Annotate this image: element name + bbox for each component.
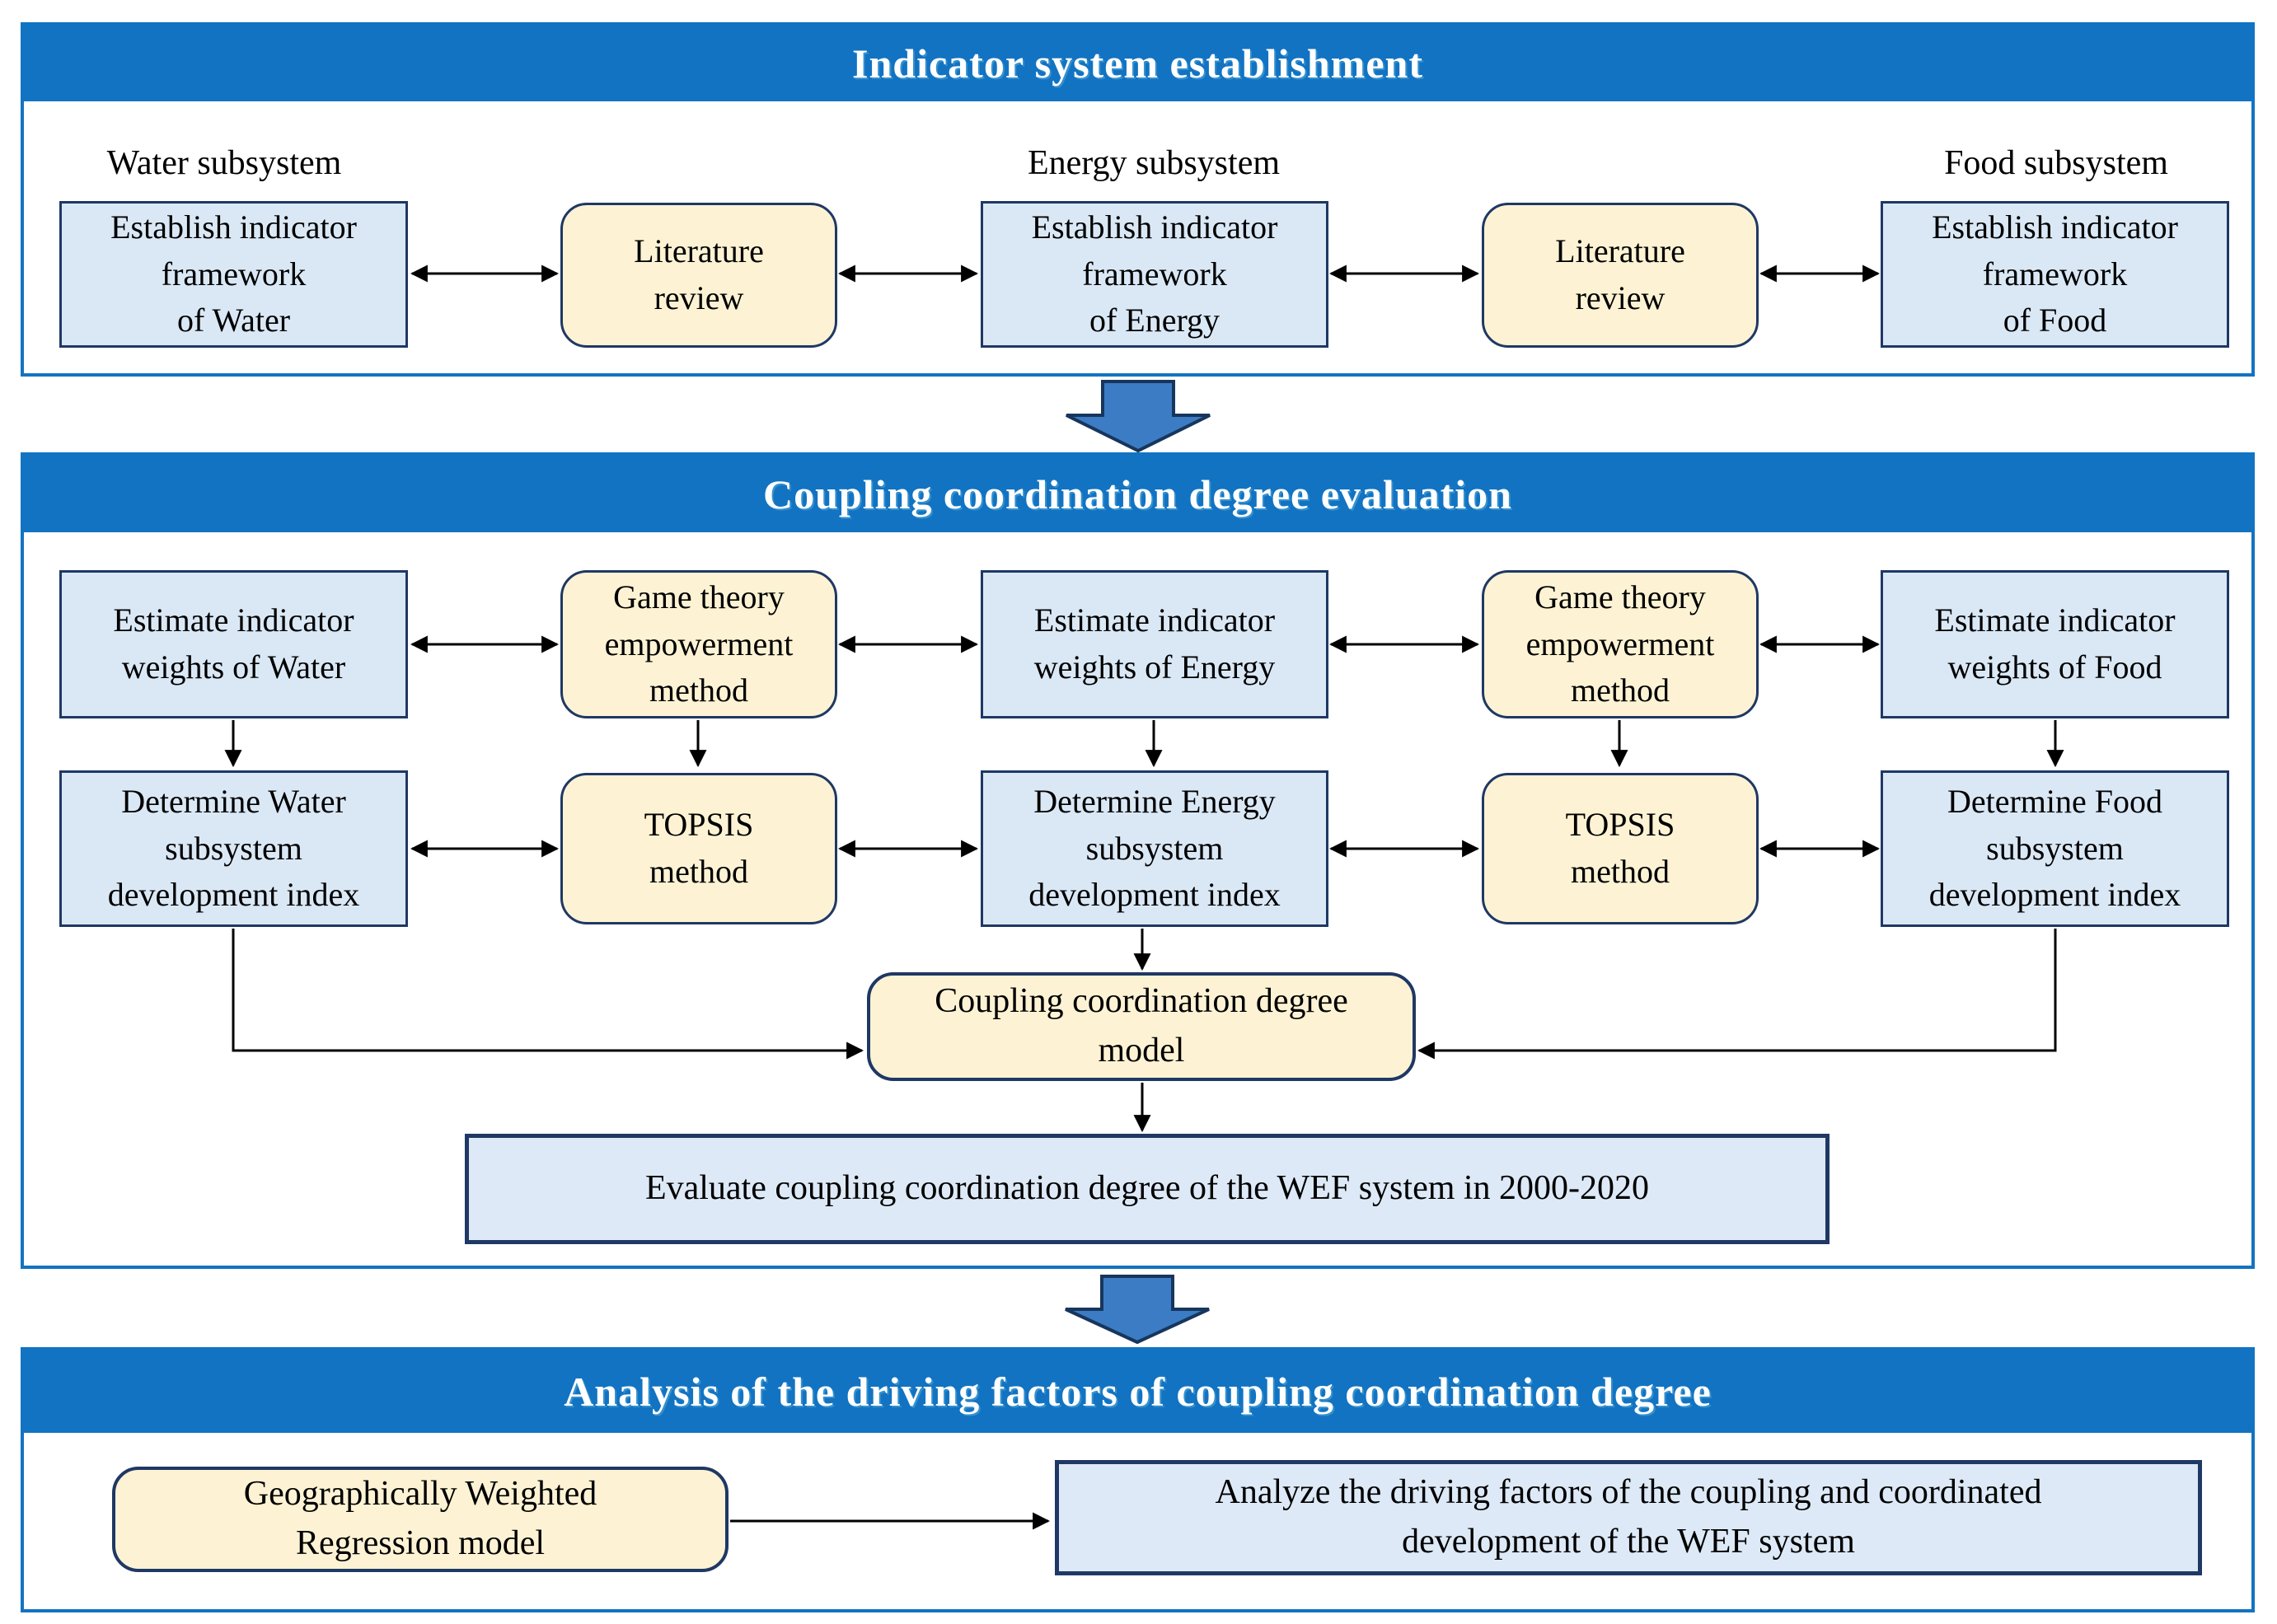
gwr-model-box: Geographically Weighted Regression model (112, 1467, 729, 1572)
game-theory-box-2: Game theory empowerment method (1482, 570, 1759, 718)
evaluate-ccd-box: Evaluate coupling coordination degree of… (465, 1134, 1830, 1244)
section3-title: Analysis of the driving factors of coupl… (564, 1369, 1712, 1415)
food-subsystem-label: Food subsystem (1944, 144, 2168, 182)
determine-energy-index-box: Determine Energy subsystem development i… (981, 770, 1328, 927)
game-theory-box-1: Game theory empowerment method (560, 570, 837, 718)
section1-title: Indicator system establishment (852, 40, 1423, 87)
topsis-method-box-2: TOPSIS method (1482, 773, 1759, 924)
establish-energy-framework-box: Establish indicator framework of Energy (981, 201, 1328, 348)
section3-header-band: Analysis of the driving factors of coupl… (24, 1350, 2251, 1433)
determine-water-index-box: Determine Water subsystem development in… (59, 770, 408, 927)
establish-food-framework-box: Establish indicator framework of Food (1881, 201, 2229, 348)
literature-review-box-1: Literature review (560, 203, 837, 348)
coupling-coordination-model-box: Coupling coordination degree model (867, 972, 1416, 1081)
water-subsystem-label: Water subsystem (106, 144, 342, 182)
determine-food-index-box: Determine Food subsystem development ind… (1881, 770, 2229, 927)
analyze-driving-factors-box: Analyze the driving factors of the coupl… (1055, 1460, 2202, 1575)
estimate-food-weights-box: Estimate indicator weights of Food (1881, 570, 2229, 718)
energy-subsystem-label: Energy subsystem (1027, 144, 1281, 182)
establish-water-framework-box: Establish indicator framework of Water (59, 201, 408, 348)
section1-header-band: Indicator system establishment (24, 26, 2251, 101)
section2-title: Coupling coordination degree evaluation (763, 470, 1512, 517)
estimate-water-weights-box: Estimate indicator weights of Water (59, 570, 408, 718)
topsis-method-box-1: TOPSIS method (560, 773, 837, 924)
estimate-energy-weights-box: Estimate indicator weights of Energy (981, 570, 1328, 718)
literature-review-box-2: Literature review (1482, 203, 1759, 348)
section2-header-band: Coupling coordination degree evaluation (24, 456, 2251, 532)
